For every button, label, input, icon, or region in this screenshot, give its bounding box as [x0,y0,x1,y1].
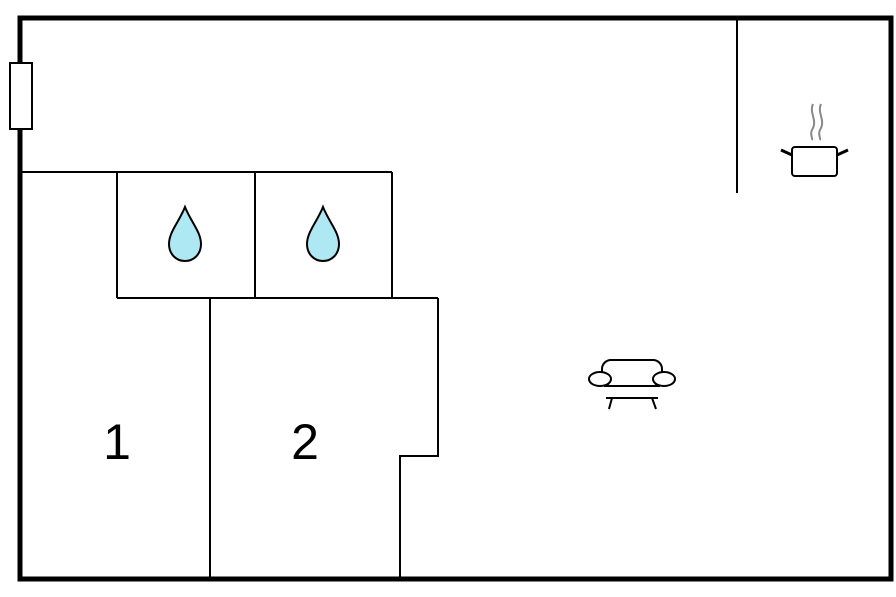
sofa-icon [588,359,676,410]
water-drop-icon [167,204,203,263]
room-label-1: 1 [103,414,131,470]
room-label-2: 2 [291,414,319,470]
door-icon [9,62,33,130]
cooking-pot-icon [780,103,849,177]
outer-wall [17,15,894,582]
interior-walls [20,18,738,579]
water-drop-icon [305,204,341,263]
